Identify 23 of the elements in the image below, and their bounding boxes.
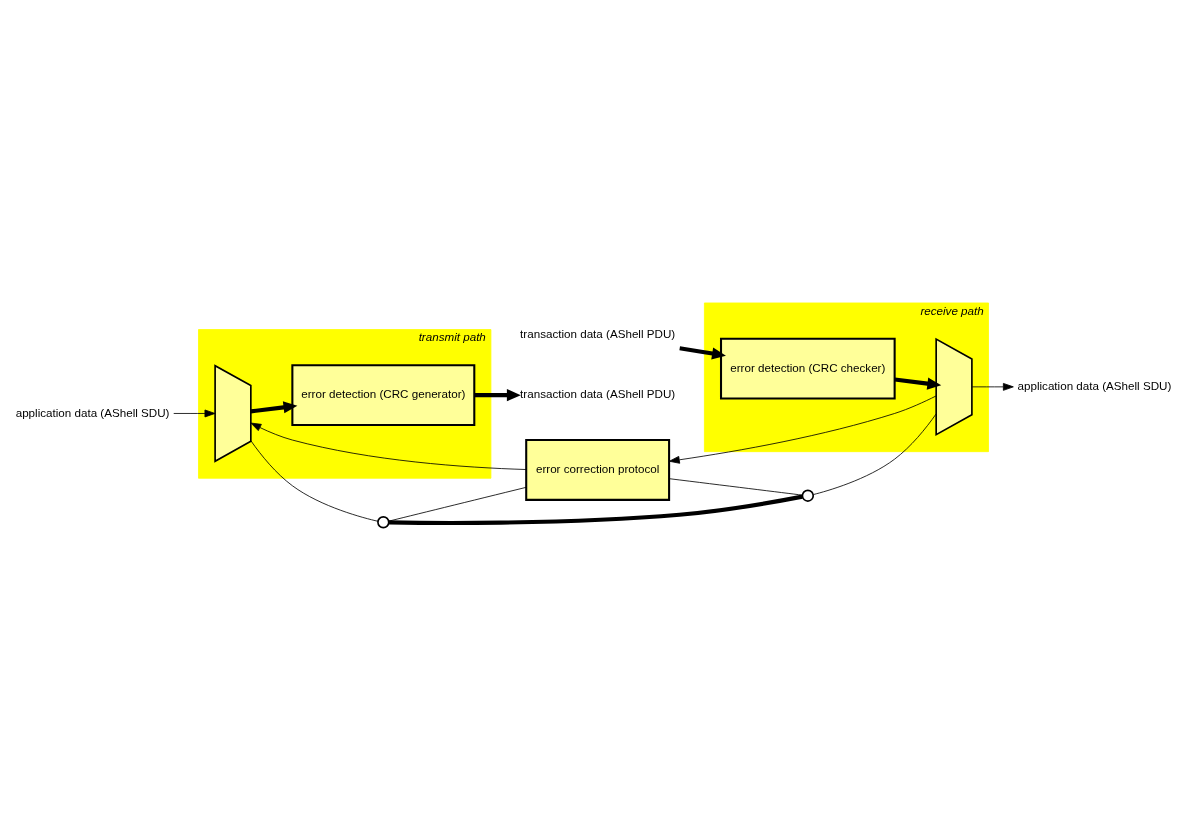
node-text: application data (AShell SDU) xyxy=(1017,378,1172,392)
connector xyxy=(812,413,937,495)
node-switch xyxy=(377,516,390,529)
arrow xyxy=(173,409,216,418)
node-text: transaction data (AShell PDU) xyxy=(520,387,676,401)
node-text: transaction data (AShell PDU) xyxy=(520,327,676,341)
node-switch xyxy=(801,489,815,502)
node-trapezoid xyxy=(214,364,252,463)
arrow xyxy=(250,401,298,414)
arrow xyxy=(250,422,527,470)
node-box: error detection (CRC generator) xyxy=(291,364,476,427)
connector xyxy=(250,440,379,522)
connector xyxy=(389,494,803,525)
node-text: application data (AShell SDU) xyxy=(15,405,170,419)
arrow xyxy=(679,346,726,360)
arrow xyxy=(971,382,1014,391)
arrow xyxy=(474,389,521,402)
connector xyxy=(668,478,803,496)
arrow xyxy=(894,377,942,390)
node-box: error correction protocol xyxy=(525,439,671,501)
arrow xyxy=(668,395,937,464)
node-box: error detection (CRC checker) xyxy=(719,337,896,400)
node-trapezoid xyxy=(935,337,973,437)
